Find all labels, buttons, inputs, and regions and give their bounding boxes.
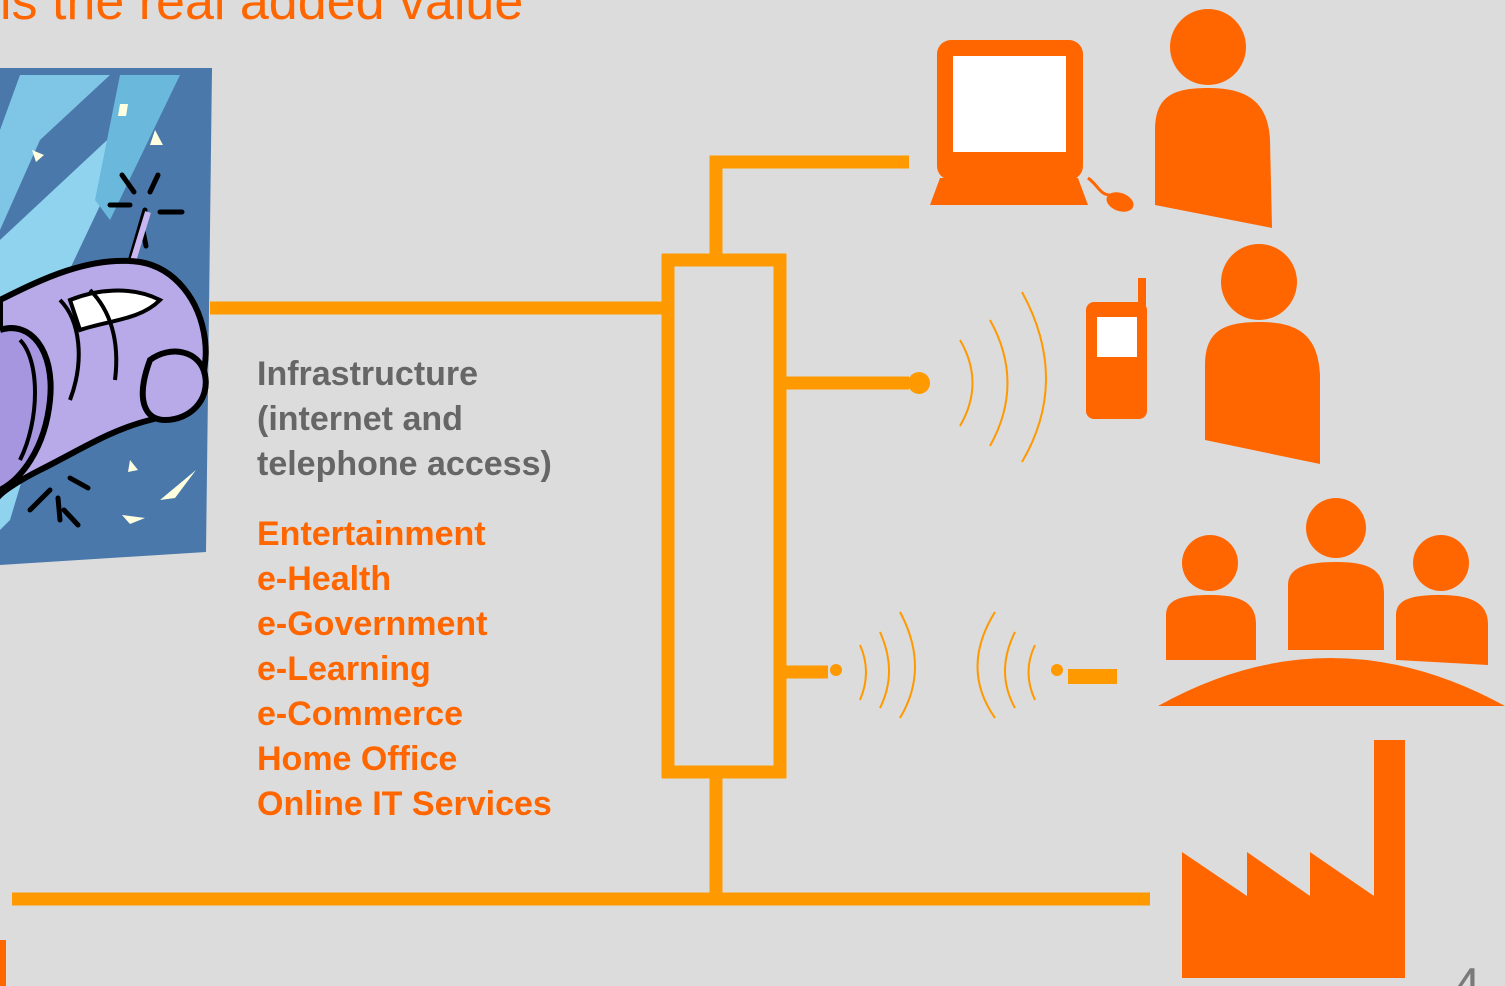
services-list: Entertainment e-Health e-Government e-Le… [257, 512, 552, 827]
infrastructure-line: Infrastructure [257, 355, 479, 393]
title-container: is the real added value [0, 0, 700, 40]
computer-link-line [709, 155, 909, 260]
group-meeting-icon [1158, 498, 1505, 706]
person-icon [1155, 9, 1272, 228]
distribution-hub [661, 253, 787, 779]
slide-title: is the real added value [0, 0, 524, 31]
service-item: e-Health [257, 560, 392, 598]
factory-icon [1182, 740, 1405, 978]
service-item: Entertainment [257, 515, 486, 553]
infrastructure-label: Infrastructure (internet and telephone a… [257, 352, 552, 487]
infrastructure-line: telephone access) [257, 445, 552, 483]
network-lines [12, 155, 1150, 906]
page-number: 4 [1453, 958, 1481, 986]
wireless-signal-icon [908, 291, 1047, 463]
infrastructure-line: (internet and [257, 400, 463, 438]
service-item: e-Learning [257, 650, 431, 688]
mobile-phone-icon [1086, 278, 1147, 419]
service-item: Online IT Services [257, 785, 552, 823]
corner-accent [0, 940, 6, 986]
satellite-clipart [0, 68, 212, 565]
service-item: e-Government [257, 605, 488, 643]
person-icon [1205, 244, 1320, 464]
service-item: Home Office [257, 740, 458, 778]
computer-icon [930, 40, 1134, 212]
service-item: e-Commerce [257, 695, 463, 733]
group-wireless-signal-icon [830, 611, 1117, 719]
